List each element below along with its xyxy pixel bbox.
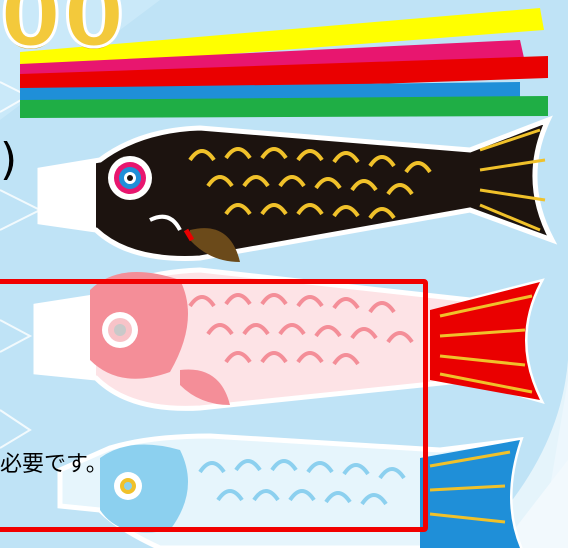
- streamer: [20, 8, 548, 118]
- red-koi: [33, 267, 545, 411]
- black-koi: [37, 115, 558, 262]
- light-arc: [470, 360, 568, 548]
- heading-paren: ): [0, 134, 18, 185]
- highlight-frame: [0, 279, 428, 532]
- heading-number: 00: [0, 0, 127, 67]
- blue-koi: [57, 433, 524, 548]
- note-text: 必要です。: [0, 452, 108, 477]
